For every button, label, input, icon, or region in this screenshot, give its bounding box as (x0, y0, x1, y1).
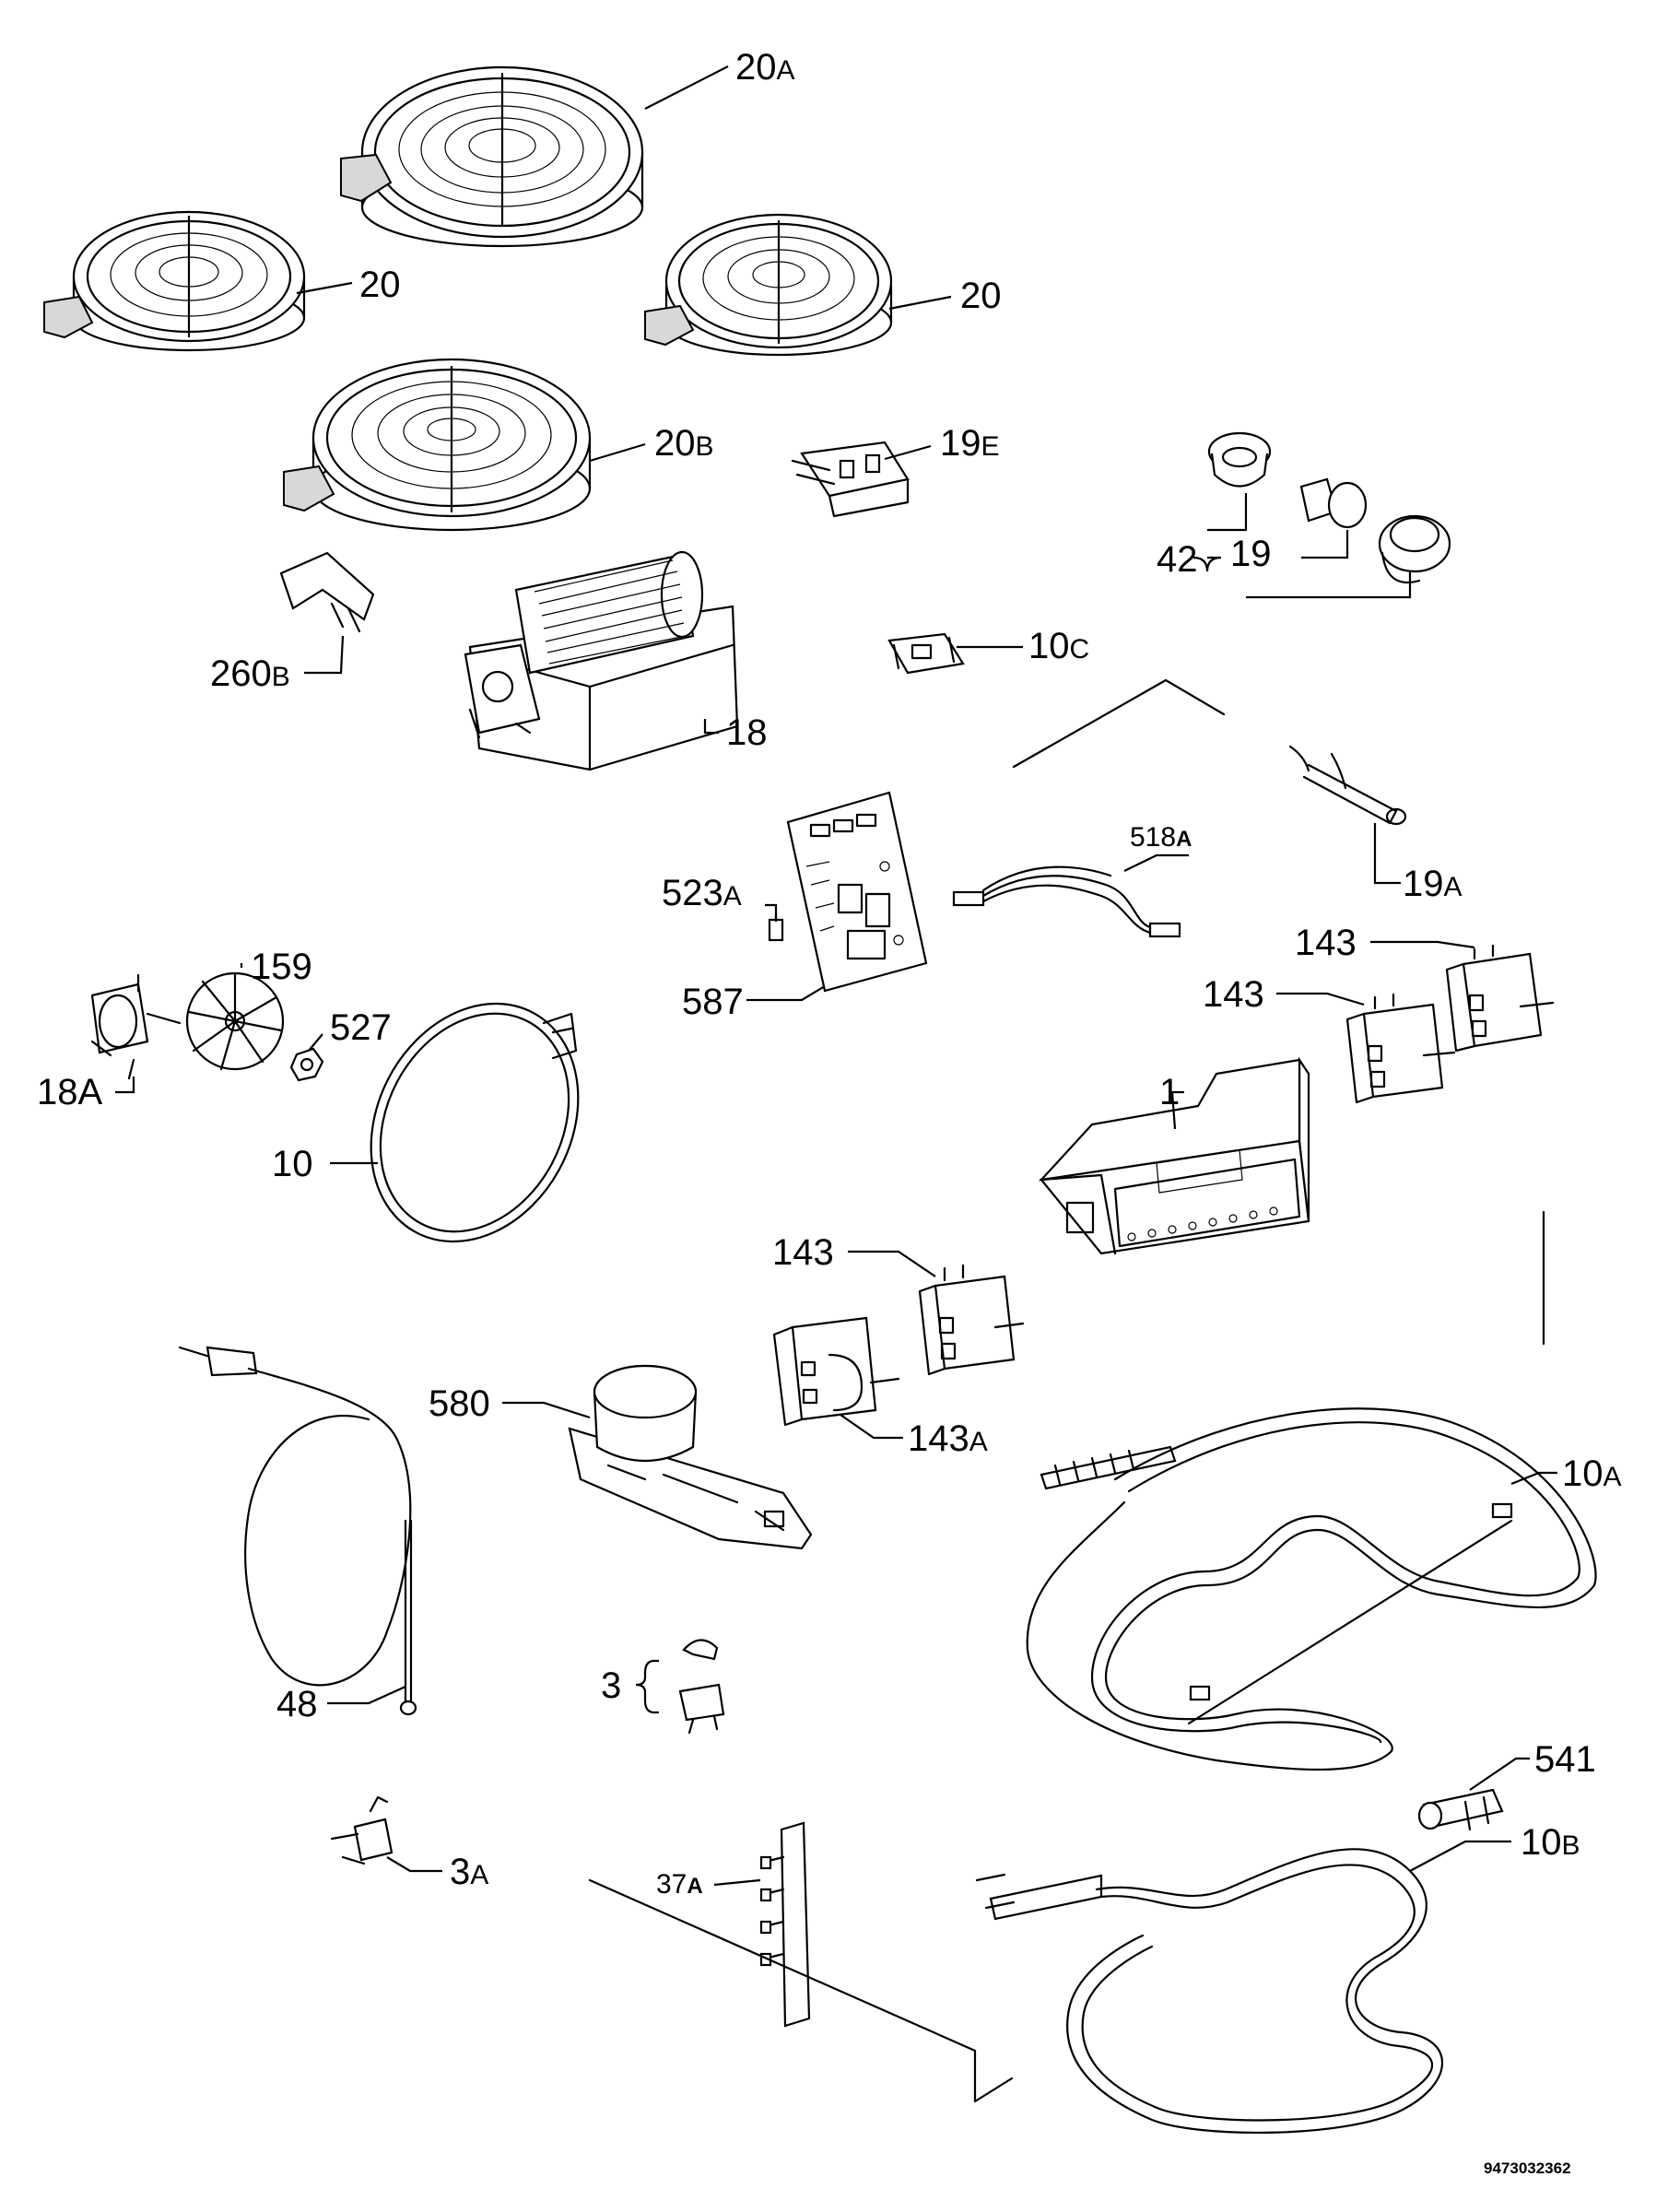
label-143-lower: 143 (772, 1232, 834, 1273)
label-10b: 10B (1521, 1822, 1580, 1863)
terminal-3a (330, 1795, 394, 1865)
label-48: 48 (276, 1684, 318, 1724)
leader-lines (115, 65, 1557, 1887)
bracket-260b (279, 551, 375, 633)
thermostat-143a (772, 1316, 900, 1427)
control-panel-1 (1039, 1056, 1310, 1255)
thermostat-143-upper (1445, 944, 1555, 1053)
rotisserie-motor-580 (568, 1364, 813, 1550)
label-3a: 3A (450, 1852, 488, 1892)
label-19e: 19E (940, 423, 1000, 464)
label-19a: 19A (1403, 864, 1463, 904)
oven-lamp-42 (1207, 431, 1451, 584)
label-42: 42 (1157, 539, 1198, 580)
label-37a: 37A (656, 1869, 703, 1900)
label-18a: 18A (37, 1072, 103, 1112)
switch-19e (791, 441, 910, 518)
label-527: 527 (330, 1007, 392, 1048)
bottom-element-10b (975, 1848, 1444, 2135)
label-3: 3 (601, 1665, 621, 1706)
hotplate-20b (283, 358, 592, 532)
label-10: 10 (272, 1144, 313, 1184)
fan-impeller-159 (185, 971, 285, 1071)
wire-harness-518a (952, 865, 1181, 938)
label-541: 541 (1534, 1739, 1596, 1780)
label-19: 19 (1230, 534, 1272, 574)
guide-lines (588, 678, 1545, 2103)
sensor-19a (1288, 745, 1407, 826)
label-143-middle: 143 (1203, 974, 1264, 1015)
clip-10c (887, 632, 965, 675)
label-523a: 523A (662, 873, 742, 913)
fan-motor-18a (90, 973, 182, 1080)
thermostat-143-lower (918, 1264, 1025, 1376)
label-143-upper: 143 (1295, 923, 1357, 963)
label-143a: 143A (908, 1418, 988, 1459)
document-code: 9473032362 (1484, 2159, 1571, 2177)
label-159: 159 (251, 947, 312, 987)
grill-element-10a (1026, 1407, 1597, 1771)
label-518a: 518A (1130, 822, 1192, 853)
part-labels: 20A 20 20 20B 19E 42 19 260B 10C 18 518A… (37, 47, 1622, 1900)
label-20-right: 20 (960, 276, 1002, 316)
label-260b: 260B (210, 653, 290, 694)
thermostat-143-middle (1345, 993, 1456, 1104)
bracket-541 (1417, 1788, 1504, 1831)
label-10c: 10C (1028, 626, 1089, 666)
hotplate-20a (340, 65, 644, 248)
clip-3 (678, 1639, 725, 1735)
label-580: 580 (429, 1383, 490, 1424)
label-20b: 20B (654, 423, 714, 464)
control-board-587 (786, 791, 928, 993)
label-18: 18 (726, 712, 768, 753)
ring-heating-element-10 (370, 1002, 580, 1243)
label-587: 587 (682, 982, 744, 1022)
label-1: 1 (1159, 1072, 1180, 1112)
nut-527 (289, 1047, 324, 1082)
terminal-block-37a (759, 1821, 811, 2028)
hotplate-20-right (644, 213, 893, 357)
label-20-left: 20 (359, 265, 401, 305)
label-10a: 10A (1562, 1453, 1622, 1494)
label-20a: 20A (735, 47, 795, 88)
tangential-fan-18 (464, 550, 739, 771)
hotplate-20-left (43, 210, 306, 352)
meat-probe-48 (178, 1346, 417, 1716)
